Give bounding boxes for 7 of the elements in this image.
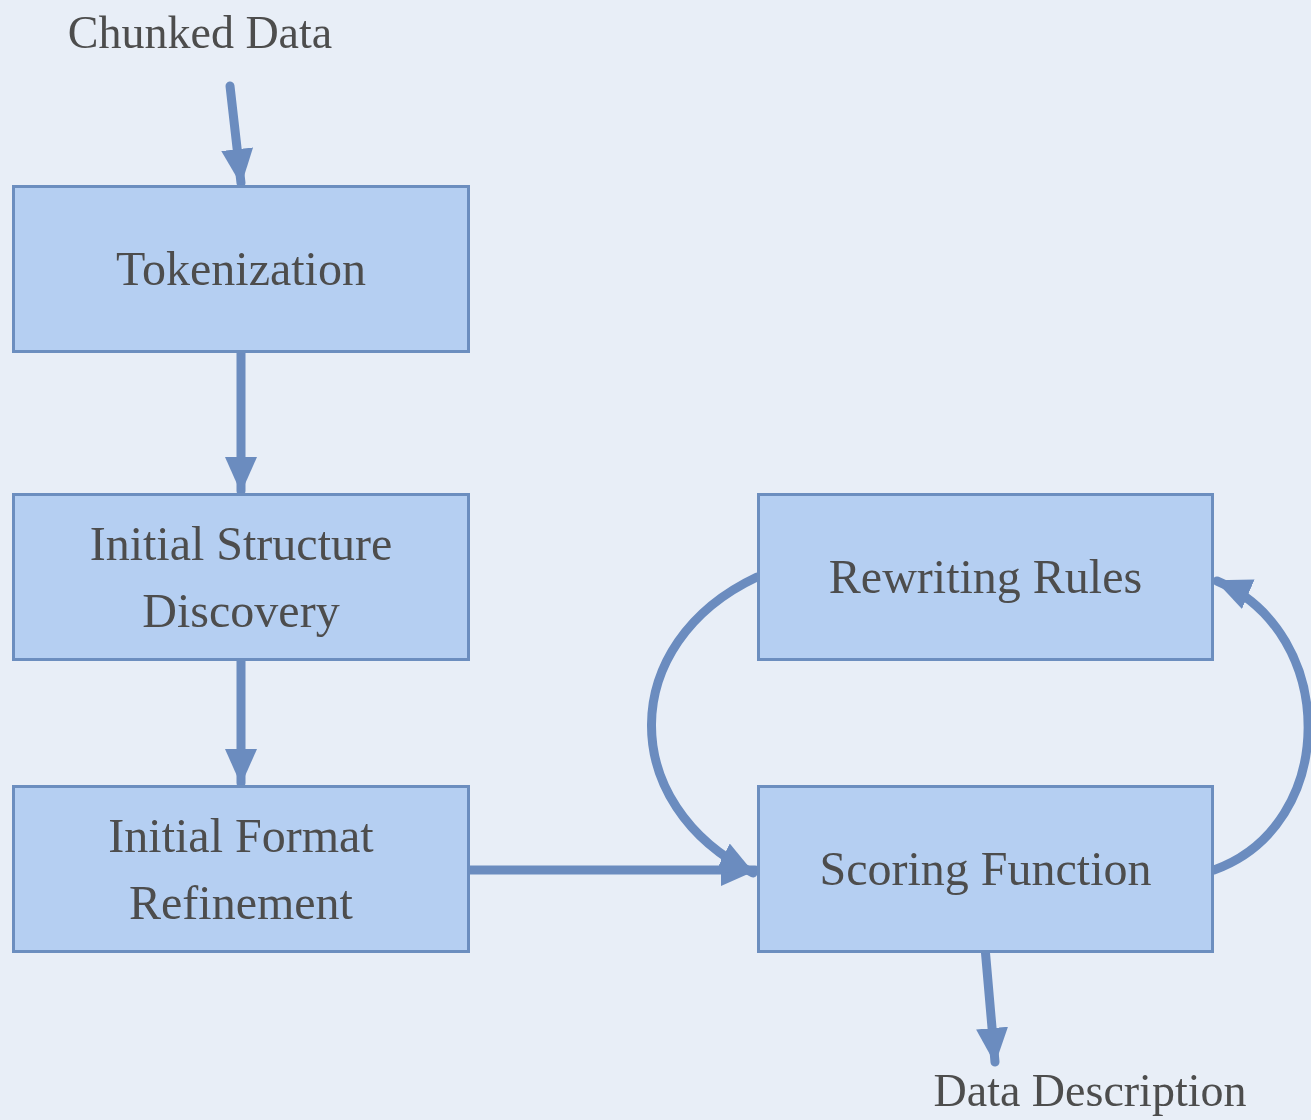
process-box: Scoring Function (757, 785, 1214, 953)
process-box: Initial Format Refinement (12, 785, 470, 953)
process-box: Tokenization (12, 185, 470, 353)
flow-label: Data Description (880, 1064, 1300, 1118)
process-box: Initial Structure Discovery (12, 493, 470, 661)
flow-label: Chunked Data (20, 4, 380, 62)
process-box: Rewriting Rules (757, 493, 1214, 661)
